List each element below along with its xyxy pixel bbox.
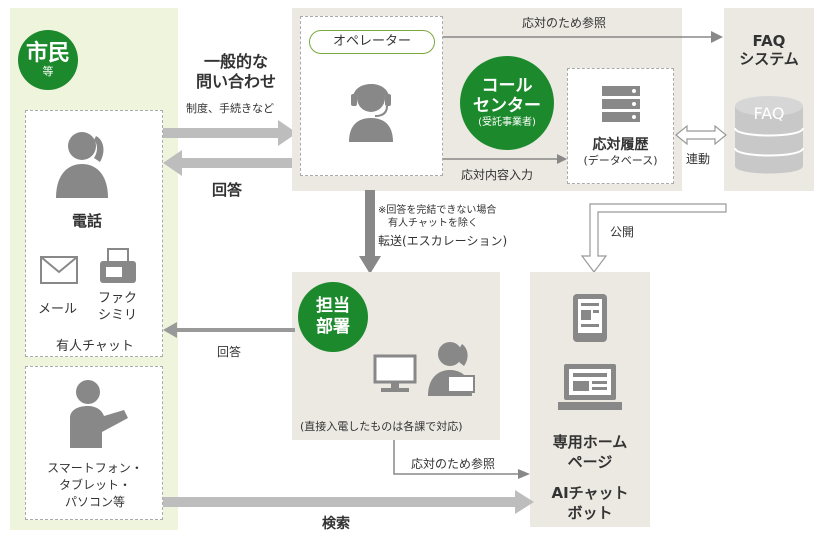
website-title: 専用ホーム ページ <box>552 433 628 471</box>
department-title: 担当 部署 <box>316 296 350 337</box>
inquiry-arrow <box>163 120 297 146</box>
fax-label: ファク シミリ <box>98 291 138 323</box>
tablet-icon <box>573 294 607 342</box>
citizen-badge: 市民 等 <box>18 30 78 90</box>
department-reference-arrow <box>393 440 530 479</box>
faq-database-icon <box>734 96 804 174</box>
call-center-badge: コール センター (受託事業者) <box>460 56 554 150</box>
operator-label: オペレーター <box>309 30 435 54</box>
mail-label: メール <box>38 302 78 317</box>
phone-user-icon <box>56 132 108 198</box>
link-double-arrow <box>675 125 727 145</box>
reference-label-top: 応対のため参照 <box>522 16 607 30</box>
mail-icon <box>40 256 78 284</box>
faq-title: FAQ システム <box>739 32 799 68</box>
citizen-title: 市民 <box>25 41 70 66</box>
devices-label: スマートフォン・ タブレット・ パソコン等 <box>47 461 143 509</box>
history-box <box>567 68 674 184</box>
link-label: 連動 <box>686 152 711 166</box>
department-reply-label: 回答 <box>217 345 242 359</box>
publish-arrow <box>580 203 727 273</box>
monitor-icon <box>373 354 417 392</box>
inquiry-title: 一般的な 問い合わせ <box>196 52 277 91</box>
citizen-suffix: 等 <box>42 65 54 78</box>
history-title: 応対履歴 <box>592 137 649 153</box>
call-center-sub: (受託事業者) <box>478 117 536 128</box>
reply-arrow <box>163 150 297 176</box>
reply-main-label: 回答 <box>212 181 243 199</box>
search-label: 検索 <box>322 516 350 532</box>
input-arrow <box>443 154 567 164</box>
search-arrow <box>163 490 534 514</box>
input-label: 応対内容入力 <box>461 168 534 182</box>
escalation-note: ※回答を完結できない場合 有人チャットを除く <box>378 205 497 229</box>
reference-arrow-faq <box>443 31 723 43</box>
inquiry-sub: 制度、手続きなど <box>186 102 274 115</box>
faq-db-label: FAQ <box>753 104 785 123</box>
database-server-icon <box>602 86 640 122</box>
department-note: (直接入電したものは各課で対応) <box>300 420 463 433</box>
escalation-label: 転送(エスカレーション) <box>378 234 508 248</box>
chatbot-title: AIチャット ボット <box>551 484 629 522</box>
operator-icon <box>349 84 393 142</box>
phone-label: 電話 <box>72 212 103 230</box>
department-reply-arrow <box>163 322 295 338</box>
fax-icon <box>100 248 136 283</box>
staff-on-phone-icon <box>428 342 475 396</box>
history-sub: (データベース) <box>583 154 658 167</box>
call-center-title: コール センター <box>473 76 541 116</box>
laptop-icon <box>558 364 622 410</box>
escalation-arrow <box>359 190 381 274</box>
smartphone-user-icon <box>70 380 128 448</box>
department-reference-label: 応対のため参照 <box>411 457 496 471</box>
chat-label: 有人チャット <box>56 339 134 354</box>
publish-label: 公開 <box>610 225 635 239</box>
department-badge: 担当 部署 <box>298 282 368 352</box>
